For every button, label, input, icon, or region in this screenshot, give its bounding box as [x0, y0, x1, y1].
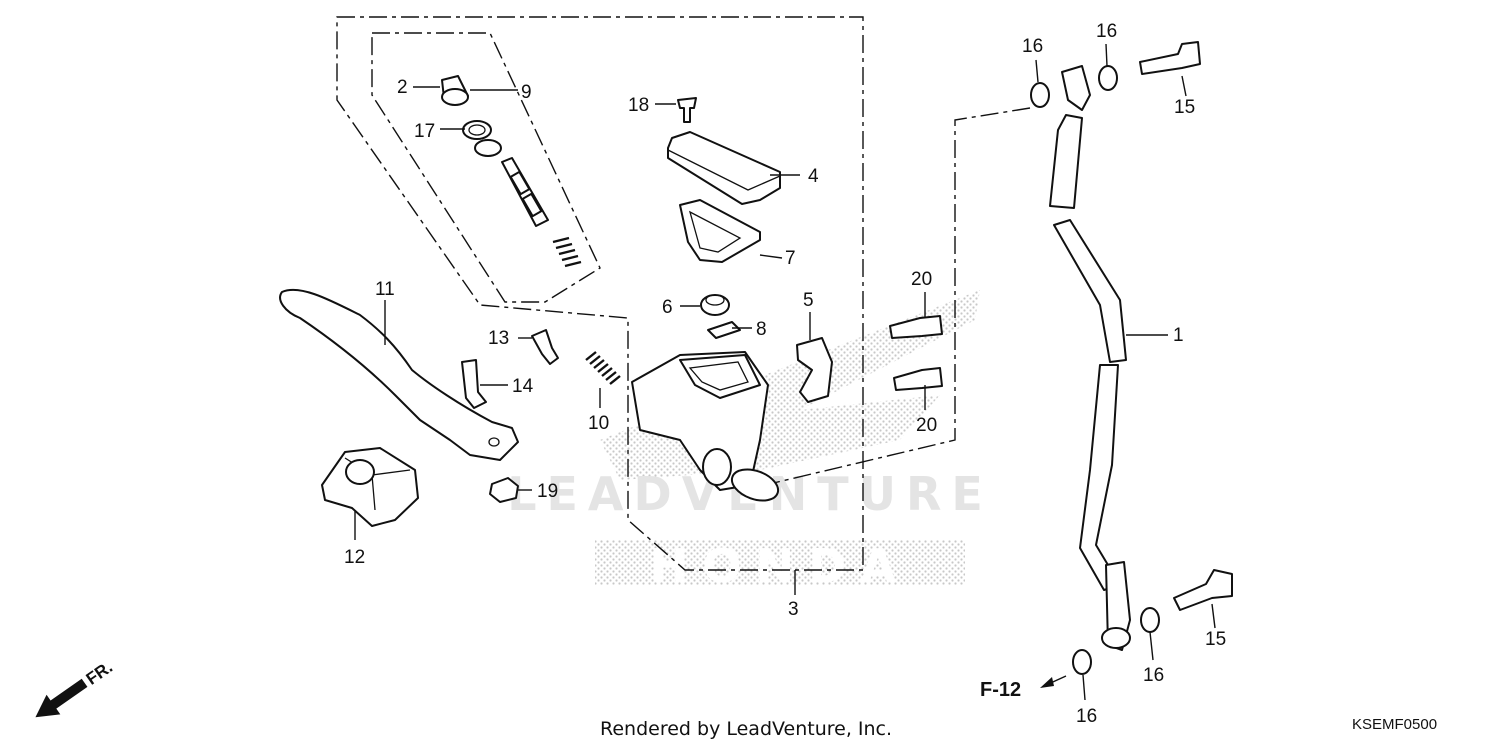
callout-13: 13	[488, 328, 509, 349]
part-13-screw	[531, 329, 559, 365]
callout-3: 3	[788, 599, 799, 620]
part-16-washer-4	[1072, 649, 1092, 675]
part-11-lever	[279, 288, 519, 461]
part-17-circlip	[462, 120, 492, 140]
assembly-9-boundary	[371, 32, 601, 303]
callout-16-bottom-right: 16	[1143, 665, 1164, 686]
part-4-reservoir-cap	[667, 131, 781, 205]
watermark-logo-block	[595, 540, 965, 585]
part-8-clip	[707, 321, 741, 339]
diagram-code: KSEMF0500	[1352, 716, 1438, 733]
callout-8: 8	[756, 319, 767, 340]
hose-connection-line	[764, 107, 1031, 486]
callout-16-bottom-left: 16	[1076, 706, 1097, 727]
part-7-diaphragm	[679, 199, 761, 263]
callout-11: 11	[375, 279, 395, 300]
callout-20-upper: 20	[911, 269, 932, 290]
callout-2: 2	[397, 77, 408, 98]
part-18-screw	[677, 97, 697, 123]
callout-16-top-left: 16	[1022, 36, 1043, 57]
callout-14: 14	[512, 376, 534, 397]
part-19-nut	[489, 477, 519, 503]
piston-spring	[552, 236, 582, 268]
callout-16-top-right: 16	[1096, 21, 1117, 42]
part-12-lever-cover	[321, 447, 419, 527]
callout-17: 17	[414, 121, 435, 142]
part-20-bolt-lower	[893, 367, 943, 391]
callout-18: 18	[628, 95, 649, 116]
callout-5: 5	[803, 290, 814, 311]
part-20-bolt-upper	[889, 315, 943, 339]
direction-label: FR.	[83, 657, 116, 688]
callout-7: 7	[785, 248, 796, 269]
callout-10: 10	[588, 413, 609, 434]
part-10-spring	[585, 351, 621, 385]
callout-labels: 2 9 17 18 4 7 6 8 5 10 11 13 14 19 12 20…	[344, 21, 1226, 727]
callout-15-top: 15	[1174, 97, 1195, 118]
part-5-holder	[796, 337, 833, 403]
seal-cup	[474, 139, 502, 157]
callout-9: 9	[521, 82, 532, 103]
part-16-washer-1	[1030, 82, 1050, 108]
callout-15-bottom: 15	[1205, 629, 1226, 650]
part-15-bolt-upper	[1139, 41, 1201, 75]
part-16-washer-3	[1140, 607, 1160, 633]
assembly-3-boundary	[336, 16, 864, 571]
callout-19: 19	[537, 481, 558, 502]
part-16-washer-2	[1098, 65, 1118, 91]
reference-f12: F-12	[980, 679, 1021, 701]
piston-assembly	[441, 75, 582, 268]
watermark-logo: HONDA	[650, 539, 910, 593]
part-14-pivot-bolt	[461, 359, 487, 409]
part-15-bolt-lower	[1173, 569, 1233, 611]
footer-credit: Rendered by LeadVenture, Inc.	[600, 718, 893, 740]
callout-12: 12	[344, 547, 365, 568]
callout-4: 4	[808, 166, 819, 187]
callout-6: 6	[662, 297, 673, 318]
leader-lines	[354, 43, 1216, 701]
master-cylinder-body	[631, 351, 780, 502]
front-direction-arrow: FR.	[35, 657, 116, 718]
callout-20-lower: 20	[916, 415, 937, 436]
part-1-brake-hose	[1049, 65, 1131, 651]
callout-1: 1	[1173, 325, 1184, 346]
